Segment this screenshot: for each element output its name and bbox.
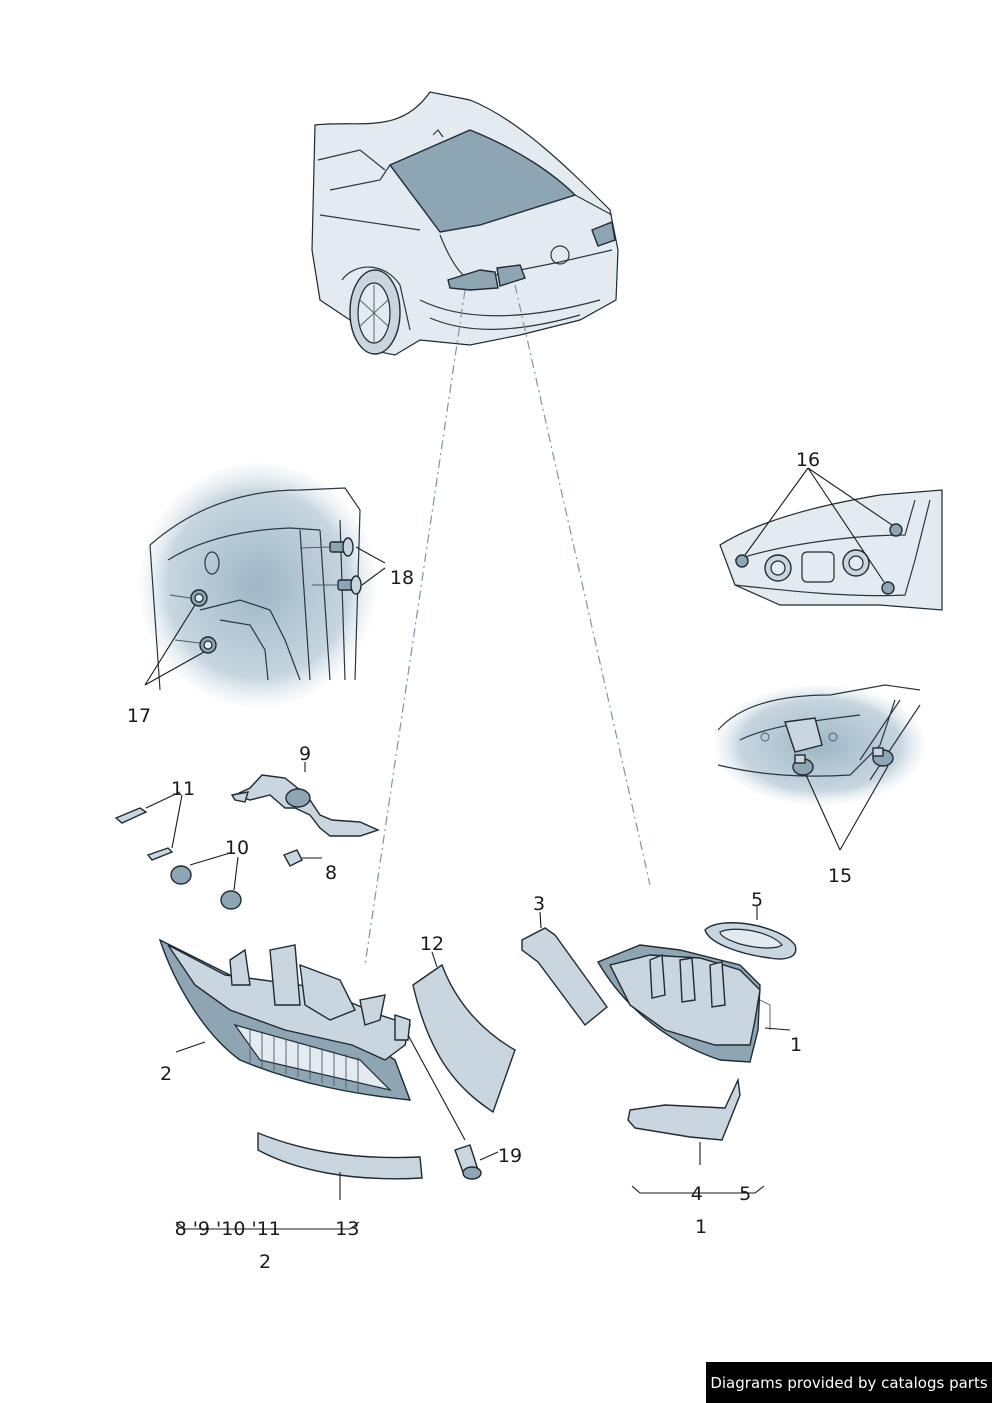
mounting-screw-detail — [715, 684, 925, 805]
bracket-4 — [627, 1077, 741, 1141]
group-bracket-2 — [175, 1221, 360, 1230]
callout-2: 2 — [160, 1063, 172, 1085]
outer-tail-lamp — [158, 938, 412, 1101]
callout-10: 10 — [225, 837, 249, 859]
callout-8: 8 — [325, 862, 337, 884]
group-items-inner-lamp: 4 5 — [691, 1183, 751, 1205]
wiring-harness — [230, 774, 380, 837]
callout-1-group-reference: 1 — [695, 1216, 707, 1238]
callout-3: 3 — [533, 893, 545, 915]
callout-15: 15 — [828, 865, 852, 887]
bracket-3 — [521, 927, 608, 1027]
group-bracket-1 — [631, 1185, 765, 1194]
inner-panel-detail — [140, 463, 376, 707]
callout-16: 16 — [796, 449, 820, 471]
socket-panel-detail — [719, 489, 943, 611]
callout-17: 17 — [127, 705, 151, 727]
callout-18: 18 — [390, 567, 414, 589]
inner-tail-lamp — [596, 944, 771, 1063]
gasket-5 — [704, 922, 797, 960]
group-items-outer-lamp: 8 '9 '10 '11 13 — [175, 1218, 360, 1240]
credit-banner: Diagrams provided by catalogs parts — [706, 1362, 992, 1403]
callout-12: 12 — [420, 933, 444, 955]
dashed-leader-left — [364, 289, 466, 966]
callout-9: 9 — [299, 743, 311, 765]
trim-strip-13 — [257, 1131, 423, 1180]
screw-19 — [454, 1144, 482, 1180]
callout-19: 19 — [498, 1145, 522, 1167]
callout-5-gasket: 5 — [751, 889, 763, 911]
callout-2-group-reference: 2 — [259, 1251, 271, 1273]
callout-11: 11 — [171, 778, 195, 800]
callout-1: 1 — [790, 1034, 802, 1056]
dashed-leader-right — [514, 284, 651, 886]
lamp-seal-12 — [412, 963, 516, 1114]
bulb-holders — [114, 807, 303, 910]
vehicle-rear-view — [311, 91, 619, 356]
